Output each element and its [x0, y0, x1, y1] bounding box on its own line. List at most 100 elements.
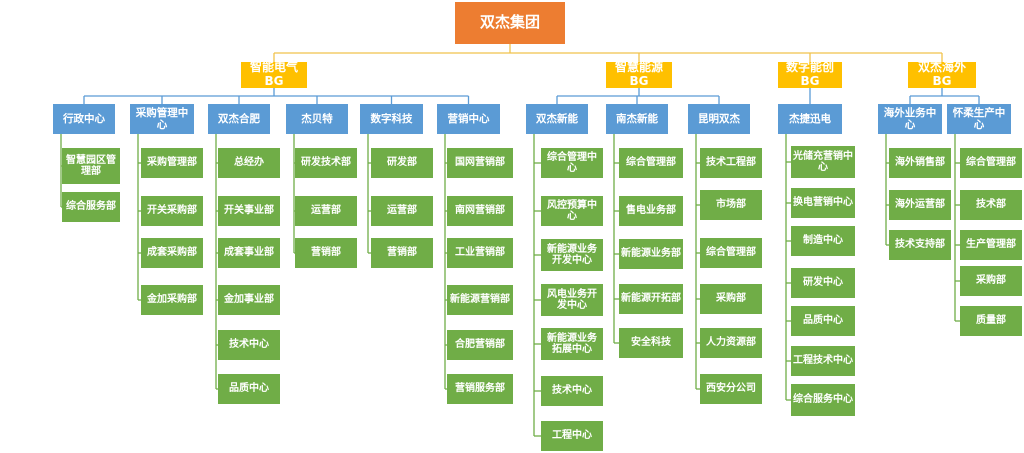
department-node: 成套采购部 — [141, 238, 203, 268]
department-node: 工业营销部 — [447, 238, 513, 268]
department-label: 研发中心 — [803, 277, 843, 289]
department-label: 综合管理中心 — [547, 151, 597, 175]
department-label: 金加事业部 — [224, 294, 274, 306]
division-node: 双杰合肥 — [208, 104, 270, 134]
division-label: 南杰新能 — [616, 112, 658, 125]
division-label: 海外业务中心 — [883, 106, 937, 131]
department-node: 工程中心 — [541, 421, 603, 451]
division-label: 数字科技 — [370, 112, 413, 125]
department-label: 新能源业务拓展中心 — [547, 332, 597, 356]
department-label: 海外销售部 — [895, 157, 945, 169]
division-label: 采购管理中心 — [135, 106, 189, 131]
department-node: 成套事业部 — [218, 238, 280, 268]
department-node: 金加采购部 — [141, 285, 203, 315]
department-label: 安全科技 — [631, 337, 671, 349]
department-node: 营销部 — [371, 238, 433, 268]
department-node: 综合管理部 — [960, 148, 1022, 178]
department-label: 工程技术中心 — [793, 355, 853, 367]
division-node: 海外业务中心 — [878, 104, 942, 134]
department-node: 技术工程部 — [700, 148, 762, 178]
department-label: 技术工程部 — [706, 157, 756, 169]
department-node: 风控预算中心 — [541, 196, 603, 226]
department-label: 光储充营销中心 — [793, 150, 853, 174]
department-node: 技术支持部 — [889, 230, 951, 260]
department-node: 智慧园区管理部 — [62, 148, 120, 184]
department-label: 制造中心 — [803, 235, 843, 247]
department-label: 换电营销中心 — [793, 197, 853, 209]
division-node: 行政中心 — [53, 104, 115, 134]
department-node: 市场部 — [700, 190, 762, 220]
department-node: 综合管理部 — [700, 238, 762, 268]
division-node: 杰贝特 — [286, 104, 348, 134]
root-node: 双杰集团 — [455, 2, 565, 44]
department-node: 风电业务开发中心 — [541, 284, 603, 316]
department-label: 生产管理部 — [966, 239, 1016, 251]
bg-label: 智慧能源BG — [614, 60, 663, 88]
department-label: 成套采购部 — [147, 247, 197, 259]
department-node: 运营部 — [371, 196, 433, 226]
department-node: 采购部 — [700, 284, 762, 314]
department-label: 金加采购部 — [147, 294, 197, 306]
department-node: 技术部 — [960, 190, 1022, 220]
department-label: 开关采购部 — [147, 205, 197, 217]
division-node: 杰捷迅电 — [778, 104, 842, 134]
department-label: 总经办 — [234, 157, 264, 169]
department-label: 南网营销部 — [455, 205, 505, 217]
department-label: 风电业务开发中心 — [547, 288, 597, 312]
division-node: 双杰新能 — [526, 104, 588, 134]
department-node: 换电营销中心 — [791, 188, 855, 218]
division-label: 昆明双杰 — [698, 112, 740, 125]
department-node: 综合服务中心 — [791, 384, 855, 416]
department-label: 新能源业务开发中心 — [547, 243, 597, 267]
department-label: 综合服务部 — [66, 201, 116, 213]
department-node: 开关事业部 — [218, 196, 280, 226]
department-label: 研发部 — [387, 157, 417, 169]
department-label: 工业营销部 — [455, 247, 505, 259]
department-label: 综合管理部 — [966, 157, 1016, 169]
department-node: 南网营销部 — [447, 196, 513, 226]
department-label: 西安分公司 — [706, 383, 756, 395]
department-node: 研发部 — [371, 148, 433, 178]
department-label: 技术中心 — [229, 339, 269, 351]
department-node: 品质中心 — [218, 374, 280, 404]
department-label: 人力资源部 — [706, 337, 756, 349]
root-label: 双杰集团 — [479, 13, 540, 32]
bg-label: 智能电气BG — [249, 60, 298, 88]
division-node: 昆明双杰 — [688, 104, 750, 134]
department-node: 品质中心 — [791, 306, 855, 336]
department-node: 总经办 — [218, 148, 280, 178]
department-label: 采购部 — [976, 275, 1006, 287]
division-node: 采购管理中心 — [130, 104, 194, 134]
department-node: 新能源营销部 — [447, 285, 513, 315]
department-label: 营销部 — [387, 247, 417, 259]
department-label: 营销服务部 — [455, 383, 505, 395]
department-label: 工程中心 — [552, 430, 592, 442]
department-node: 采购管理部 — [141, 148, 203, 178]
department-label: 运营部 — [387, 205, 417, 217]
department-node: 综合管理中心 — [541, 148, 603, 178]
department-label: 成套事业部 — [224, 247, 274, 259]
department-label: 合肥营销部 — [455, 339, 505, 351]
department-node: 西安分公司 — [700, 374, 762, 404]
division-node: 营销中心 — [437, 104, 500, 134]
department-label: 综合管理部 — [706, 247, 756, 259]
department-node: 采购部 — [960, 266, 1022, 296]
division-label: 行政中心 — [63, 112, 105, 125]
department-label: 技术支持部 — [895, 239, 945, 251]
division-node: 南杰新能 — [606, 104, 668, 134]
bg-node-smart-electric: 智能电气BG — [241, 60, 307, 88]
department-node: 综合服务部 — [62, 192, 120, 222]
bg-node-digital-energy: 数字能创BG — [778, 60, 842, 88]
department-label: 海外运营部 — [895, 199, 945, 211]
department-label: 新能源开拓部 — [621, 293, 681, 305]
department-label: 市场部 — [716, 199, 746, 211]
department-label: 智慧园区管理部 — [66, 154, 116, 178]
department-label: 综合管理部 — [626, 157, 676, 169]
department-node: 开关采购部 — [141, 196, 203, 226]
department-label: 风控预算中心 — [547, 199, 597, 223]
department-node: 工程技术中心 — [791, 346, 855, 376]
department-node: 运营部 — [295, 196, 357, 226]
division-label: 杰捷迅电 — [789, 112, 831, 125]
